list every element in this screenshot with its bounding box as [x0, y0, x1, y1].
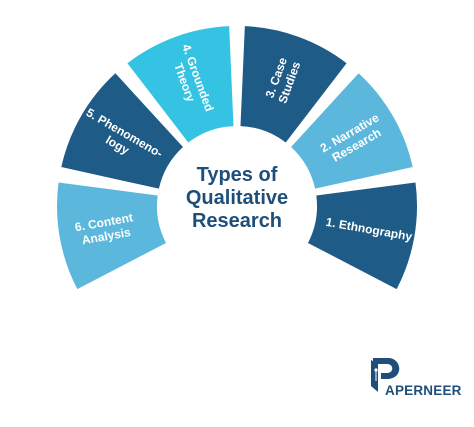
logo-text: APERNEER	[385, 383, 462, 398]
segment-6	[57, 182, 167, 290]
title-line-3: Research	[192, 210, 282, 232]
segment-4	[127, 26, 234, 143]
pen-nib-p-icon	[371, 358, 400, 392]
title-line-2: Qualitative	[186, 187, 288, 209]
segment-3	[240, 26, 347, 143]
segment-2	[291, 73, 413, 189]
segment-5	[61, 73, 183, 189]
segment-1	[307, 182, 417, 290]
logo: APERNEER	[371, 358, 462, 398]
title-line-1: Types of	[197, 164, 278, 186]
